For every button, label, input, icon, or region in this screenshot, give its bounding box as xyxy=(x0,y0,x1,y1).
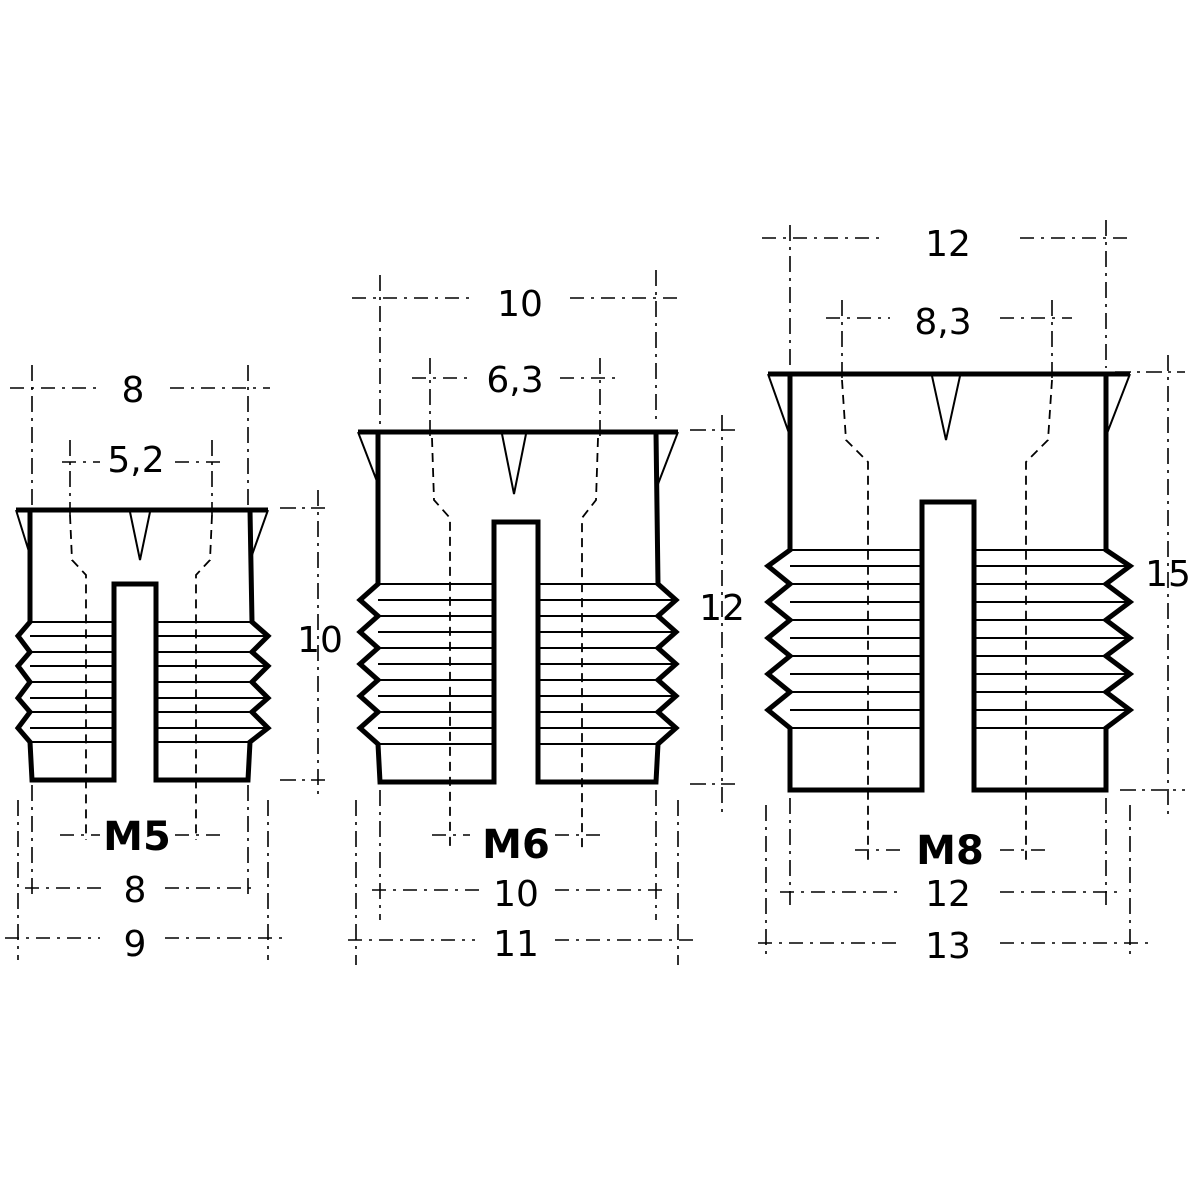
insert-m6-dimension-lines xyxy=(348,297,695,941)
insert-m6-thread-size: M6 xyxy=(482,822,550,868)
insert-m5-teeth xyxy=(15,509,269,561)
insert-m5-top-outer-dim: 8 xyxy=(122,370,145,411)
insert-m8-thread-size: M8 xyxy=(916,828,984,874)
insert-m8-top-inner-dim: 8,3 xyxy=(914,302,971,343)
insert-m6-height-dim: 12 xyxy=(699,588,745,629)
insert-m6-hidden-bore xyxy=(431,437,599,850)
insert-m5-height-dim: 10 xyxy=(297,620,343,661)
insert-m8-teeth xyxy=(767,373,1131,441)
insert-m6-thread-lines xyxy=(378,583,676,745)
insert-m5-bottom-inner-dim: 8 xyxy=(124,870,147,911)
insert-m5-top-inner-dim: 5,2 xyxy=(107,440,164,481)
insert-m5-body xyxy=(14,507,272,783)
insert-m5-thread-lines xyxy=(30,621,268,743)
insert-m8-top-outer-dim: 12 xyxy=(925,224,971,265)
insert-m6-top-inner-dim: 6,3 xyxy=(486,360,543,401)
insert-m5-thread-size: M5 xyxy=(103,814,171,860)
insert-m6-teeth xyxy=(357,431,679,495)
insert-m6-extension-lines xyxy=(355,270,735,965)
insert-m8-bottom-inner-dim: 12 xyxy=(925,874,971,915)
insert-m5-extension-lines xyxy=(17,365,325,960)
insert-m6-bottom-inner-dim: 10 xyxy=(493,874,539,915)
insert-m6-top-outer-dim: 10 xyxy=(497,284,543,325)
insert-m8-dimension-lines xyxy=(758,237,1148,944)
insert-m8: 12 8,3 15 M8 12 13 xyxy=(758,220,1190,967)
insert-m8-extension-lines xyxy=(765,220,1185,958)
insert-m8-body xyxy=(763,371,1135,793)
insert-m8-hidden-bore xyxy=(841,379,1053,860)
insert-m6: 10 6,3 12 M6 10 11 xyxy=(348,270,745,965)
insert-m6-body xyxy=(356,429,680,785)
insert-m8-height-dim: 15 xyxy=(1145,554,1190,595)
insert-m5: 8 5,2 10 M5 8 9 xyxy=(5,365,343,965)
insert-m6-bottom-outer-dim: 11 xyxy=(493,924,539,965)
insert-m5-bottom-outer-dim: 9 xyxy=(124,924,147,965)
insert-m8-thread-lines xyxy=(790,549,1130,729)
insert-m5-hidden-bore xyxy=(69,514,213,840)
insert-m5-dimension-lines xyxy=(5,387,285,939)
insert-m8-bottom-outer-dim: 13 xyxy=(925,926,971,967)
